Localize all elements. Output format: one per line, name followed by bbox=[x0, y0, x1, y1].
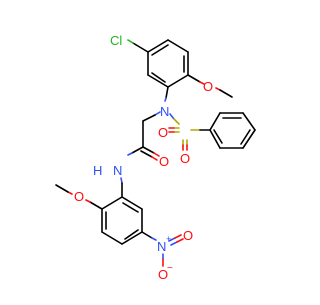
bond-c-n bbox=[164, 97, 167, 102]
bond-n-s bbox=[173, 118, 180, 125]
bond-c-n bbox=[127, 152, 133, 156]
amide-nitrogen-label: N bbox=[113, 163, 122, 178]
bond-double-inner bbox=[151, 72, 166, 83]
bond-c-o bbox=[89, 201, 103, 210]
bond-o-ch3 bbox=[55, 184, 69, 193]
bond-c-o-double bbox=[151, 156, 158, 161]
bond-c-o bbox=[187, 74, 201, 83]
bond-n-s bbox=[169, 113, 175, 120]
structure-drawing: Cl O N O O O bbox=[55, 33, 256, 282]
bond-n-o-double bbox=[170, 241, 178, 246]
bond bbox=[101, 196, 123, 210]
sulfonyl-oxygen-left-label: O bbox=[158, 125, 168, 140]
methoxy-oxygen-label-bottom: O bbox=[74, 189, 84, 204]
nitro-negative-charge: − bbox=[167, 263, 173, 274]
phenyl-ring bbox=[209, 112, 256, 149]
chloromethoxyphenyl-ring bbox=[147, 39, 189, 88]
nitro-oxygen-bottom-label: O bbox=[158, 267, 168, 282]
bond-c-n bbox=[151, 237, 157, 241]
bond-n-ch2 bbox=[142, 114, 156, 122]
molecule-canvas: Cl O N O O O bbox=[55, 33, 256, 282]
bond-double-inner bbox=[124, 229, 139, 240]
bond-c-o-double bbox=[153, 152, 160, 157]
bond bbox=[242, 129, 256, 149]
bond-n-o-double bbox=[174, 234, 182, 239]
bond-o-ch3 bbox=[219, 89, 233, 98]
bond-double-inner bbox=[151, 44, 169, 56]
bond-c-o bbox=[199, 81, 205, 85]
bond bbox=[147, 74, 169, 88]
bond bbox=[121, 196, 143, 210]
nitro-oxygen-right-label: O bbox=[183, 228, 193, 243]
bond bbox=[167, 74, 189, 88]
bond-c-cl bbox=[127, 39, 134, 44]
methoxy-oxygen-label-top: O bbox=[203, 79, 213, 94]
sulfonamide-nitrogen-label: N bbox=[160, 104, 169, 119]
bond bbox=[242, 112, 256, 131]
bond-c-o-double bbox=[140, 150, 153, 158]
nitro-nitrogen-label: N bbox=[157, 239, 166, 254]
bond-c-o bbox=[85, 199, 91, 203]
methoxynitrophenyl-ring bbox=[101, 196, 143, 245]
bond-double-inner bbox=[240, 129, 251, 145]
bond-n-o-double bbox=[168, 237, 176, 242]
bond bbox=[167, 39, 189, 53]
bond bbox=[121, 231, 143, 245]
bond bbox=[209, 112, 221, 131]
bond-n-c bbox=[120, 177, 123, 184]
bond-n-o-double bbox=[176, 238, 184, 243]
bond-c-n bbox=[165, 86, 169, 99]
bond-c-o-double bbox=[142, 146, 155, 154]
bond-c-cl bbox=[132, 42, 149, 53]
nitro-positive-charge: + bbox=[166, 234, 171, 244]
bond bbox=[101, 231, 123, 245]
bond-c-n bbox=[131, 146, 144, 154]
chlorine-atom-label: Cl bbox=[110, 33, 122, 48]
amide-oxygen-label: O bbox=[159, 154, 169, 169]
bond-c-n bbox=[141, 231, 153, 239]
bond bbox=[209, 129, 221, 149]
bond-double-inner bbox=[213, 129, 223, 144]
bond bbox=[147, 39, 169, 53]
amide-h-label: H bbox=[93, 163, 102, 178]
bond-double-inner bbox=[122, 202, 139, 213]
sulfonyl-oxygen-bottom-label: O bbox=[180, 151, 190, 166]
bond-n-ch2 bbox=[154, 111, 161, 116]
